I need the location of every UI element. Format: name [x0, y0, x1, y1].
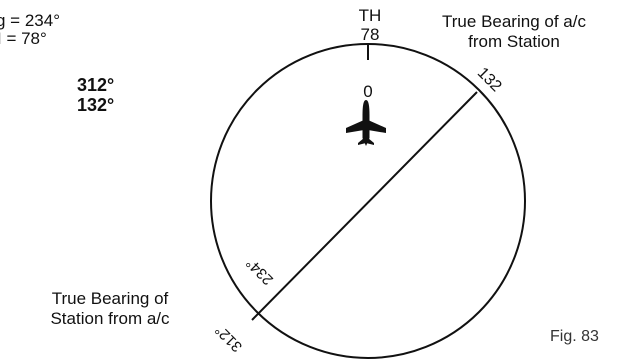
airplane-icon — [346, 100, 386, 146]
true-bearing-station-from-ac-line2: Station from a/c — [50, 309, 170, 328]
bearing-label-312: 312° — [212, 321, 246, 355]
bearing-label-234: 234° — [243, 254, 277, 288]
given-bearing-text: g = 234° — [0, 11, 60, 30]
true-heading-value: 78 — [360, 25, 380, 44]
true-bearing-station-from-ac-line1: True Bearing of — [51, 289, 169, 308]
figure-caption: Fig. 83 — [550, 328, 599, 345]
true-heading-label: TH — [358, 6, 382, 25]
true-bearing-ac-from-station-line2: from Station — [468, 32, 560, 51]
true-bearing-ac-from-station-line1: True Bearing of a/c — [442, 12, 586, 31]
compass-circle — [210, 43, 526, 359]
bearing-line — [251, 91, 478, 321]
north-mark: 0 — [363, 82, 372, 101]
given-heading-text: I = 78° — [0, 29, 47, 48]
answer-132: 132° — [77, 95, 115, 115]
answer-312: 312° — [77, 75, 115, 95]
